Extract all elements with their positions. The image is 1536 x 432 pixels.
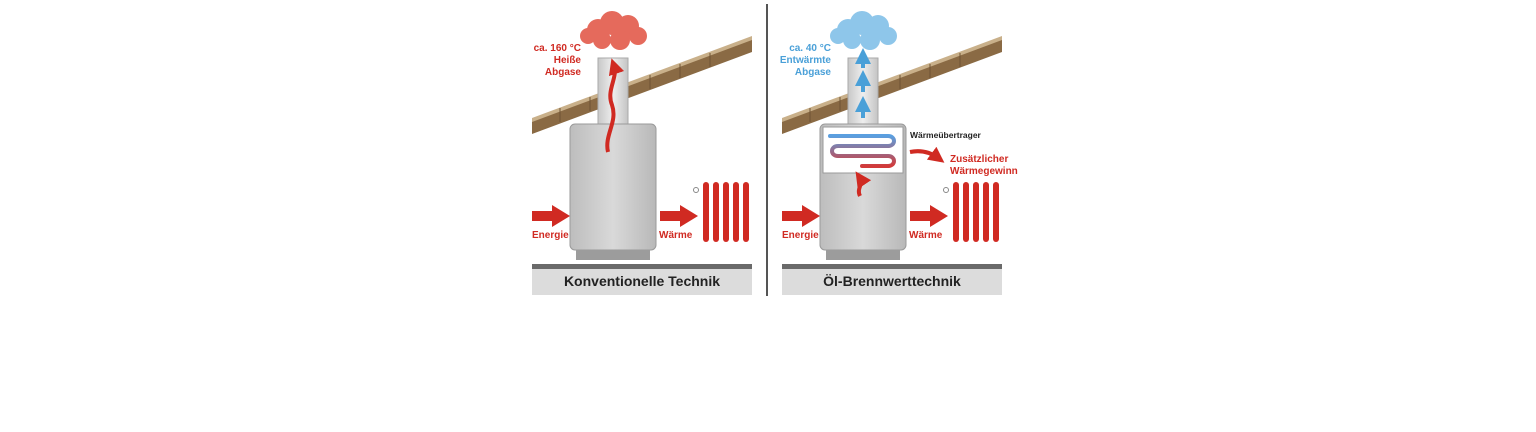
floor — [532, 264, 752, 269]
boiler-base — [826, 250, 900, 260]
energy-arrow-icon — [532, 205, 570, 227]
panel-conventional: ca. 160 °C Heiße Abgase Energie Wärme Ko… — [532, 11, 752, 295]
exhaust-label-line1: Heiße — [554, 55, 582, 66]
radiator-icon — [953, 182, 999, 242]
heat-gain-label-line2: Wärmegewinn — [950, 166, 1018, 177]
exhaust-label-line2: Abgase — [795, 67, 832, 78]
temperature-label: ca. 160 °C — [534, 43, 581, 54]
heat-exchanger-coil-icon — [828, 134, 896, 168]
heat-gain-arrow-icon — [909, 146, 945, 163]
floor — [782, 264, 1002, 269]
heat-exchanger-label: Wärmeübertrager — [910, 130, 982, 140]
panel-condensing: ca. 40 °C Entwärmte Abgase Wärmeübertrag… — [780, 11, 1018, 295]
hot-cloud-icon — [580, 11, 647, 50]
exhaust-label-line1: Entwärmte — [780, 55, 832, 66]
temperature-label: ca. 40 °C — [789, 43, 831, 54]
footer-title: Öl-Brennwerttechnik — [823, 273, 961, 289]
internal-heat-arrow-icon — [855, 171, 872, 197]
footer-band — [532, 269, 752, 295]
exhaust-arrow-icon — [605, 58, 625, 153]
energy-label: Energie — [782, 230, 819, 241]
boiler — [569, 123, 657, 251]
energy-label: Energie — [532, 230, 569, 241]
exhaust-label-line2: Abgase — [545, 67, 582, 78]
cool-cloud-icon — [830, 11, 897, 50]
heat-arrow-icon — [910, 205, 948, 227]
boiler-base — [576, 250, 650, 260]
radiator-icon — [703, 182, 749, 242]
footer-band — [782, 269, 1002, 295]
heat-gain-label-line1: Zusätzlicher — [950, 154, 1008, 165]
radiator-valve-icon — [943, 187, 949, 193]
energy-arrow-icon — [782, 205, 820, 227]
heat-arrow-icon — [660, 205, 698, 227]
heat-label: Wärme — [659, 230, 693, 241]
footer-title: Konventionelle Technik — [564, 273, 720, 289]
panel-divider — [766, 4, 768, 296]
heat-label: Wärme — [909, 230, 943, 241]
radiator-valve-icon — [693, 187, 699, 193]
